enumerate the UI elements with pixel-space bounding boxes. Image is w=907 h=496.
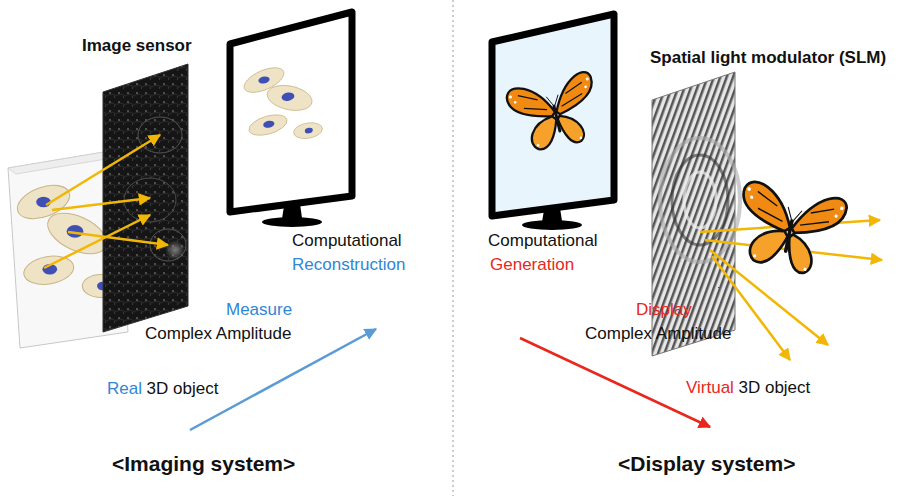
text-line: <Display system> — [618, 451, 795, 476]
section-caption: <Display system> — [618, 452, 795, 475]
step-label: Generation — [490, 255, 574, 274]
section-caption: <Imaging system> — [112, 452, 295, 475]
text-line: Reconstruction — [292, 255, 405, 275]
text-line: Measure — [226, 300, 292, 320]
step-label: Computational — [488, 231, 598, 250]
text-line: Real 3D object — [107, 379, 218, 399]
text-line: Image sensor — [82, 36, 192, 56]
step-label: Virtual — [686, 378, 734, 397]
text-line: Spatial light modulator (SLM) — [650, 48, 886, 68]
step-label: Computational — [292, 231, 402, 250]
step-label: Measure — [226, 300, 292, 319]
text-line: Virtual3D object — [686, 378, 810, 398]
text-line: Computational — [292, 231, 402, 251]
step-label: 3D object — [147, 379, 219, 398]
text-line: Complex Amplitude — [585, 324, 731, 344]
text-line: Computational — [488, 231, 598, 251]
step-label: Display — [636, 300, 692, 319]
step-label: 3D object — [738, 378, 810, 397]
step-label: Complex Amplitude — [145, 324, 291, 343]
step-label: Complex Amplitude — [585, 324, 731, 343]
part-name: Image sensor — [82, 36, 192, 55]
step-label: Reconstruction — [292, 255, 405, 274]
part-name: Spatial light modulator (SLM) — [650, 48, 886, 67]
text-line: Display — [636, 300, 692, 320]
step-label: Real — [107, 379, 142, 398]
text-line: Generation — [490, 255, 574, 275]
text-line: <Imaging system> — [112, 451, 295, 476]
text-line: Complex Amplitude — [145, 324, 291, 344]
